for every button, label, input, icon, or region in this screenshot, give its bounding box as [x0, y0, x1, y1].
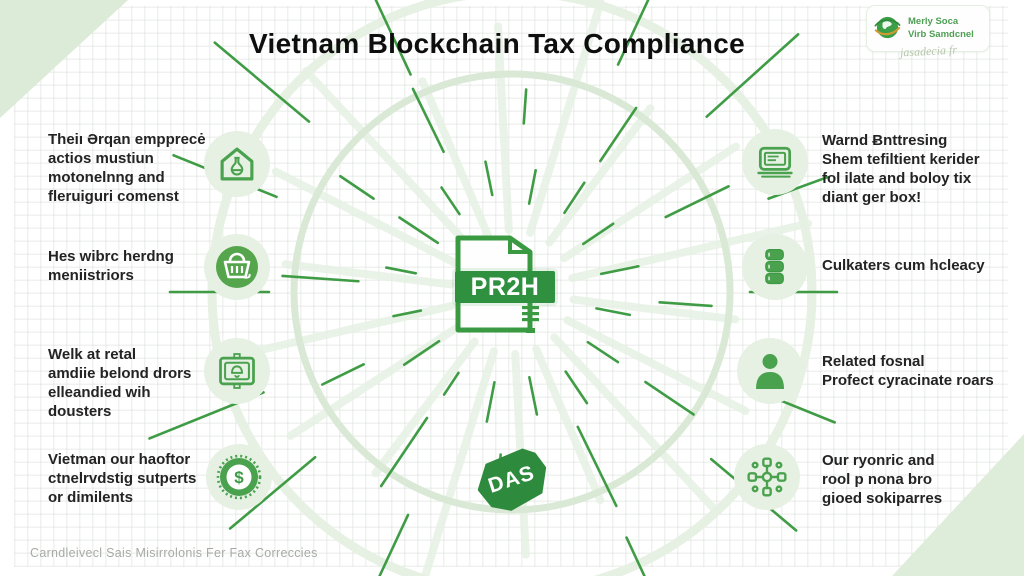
item-icon-circle — [204, 234, 270, 300]
item-text-line: amdiie belond drors — [48, 365, 192, 382]
item-text-line: rool p nona bro — [822, 471, 932, 488]
item-text-line: meniistriors — [48, 267, 134, 284]
item-text: Welk at retal amdiie belond drors ellean… — [48, 345, 191, 421]
item-text-line: Warnd Ƀnttresing — [822, 132, 948, 149]
item-text: Warnd Ƀnttresing Shem tefiltient kerider… — [822, 131, 980, 207]
person-icon — [756, 354, 784, 389]
svg-text:$: $ — [234, 468, 244, 487]
item-text-line: Culkaters cum hcleacy — [822, 257, 985, 274]
footer-caption: Carndleivecl Sais Misirrolonis Fer Fax C… — [30, 546, 318, 560]
hub-label-banner: PR2H — [455, 271, 555, 303]
database-icon — [765, 248, 784, 285]
display-bell-icon — [219, 353, 255, 389]
item-text: Hes wibrc herdng meniistriors — [48, 247, 174, 285]
brand-name-line2: Virb Samdcnel — [908, 28, 974, 40]
item-text-line: or dimilents — [48, 489, 134, 506]
item-icon-circle: $ — [206, 444, 272, 510]
dollar-coin-icon: $ — [216, 454, 262, 500]
item-text: Vietman our haoftor ctnelrvdstig sutpert… — [48, 450, 196, 507]
signature-text: jasadecia fr — [899, 42, 958, 60]
item-icon-circle — [204, 131, 270, 197]
laptop-documents-icon — [757, 146, 793, 178]
shopping-basket-icon — [216, 246, 258, 288]
item-text-line: Welk at retal — [48, 346, 137, 363]
item-text: Theiı Ərqan empprecė actios mustiun moto… — [48, 130, 206, 206]
item-icon-circle — [737, 338, 803, 404]
das-badge-label: DAS — [485, 461, 538, 498]
item-text-line: Related fosnal — [822, 353, 925, 370]
item-text: Related fosnal Profect cyracinate roars — [822, 352, 994, 390]
item-icon-circle — [742, 234, 808, 300]
network-nodes-icon — [747, 457, 787, 497]
globe-logo-icon — [874, 16, 901, 39]
brand-name: Merly Soca Virb Samdcnel — [908, 16, 974, 42]
item-text-line: elleandied wih — [48, 384, 151, 401]
hub-label: PR2H — [470, 272, 540, 301]
house-flask-icon — [220, 147, 254, 181]
item-text-line: Shem tefiltient kerider — [822, 151, 980, 168]
item-text: Culkaters cum hcleacy — [822, 256, 985, 275]
item-text-line: diant ger box! — [822, 189, 922, 206]
item-text-line: actios mustiun — [48, 150, 154, 167]
item-text-line: gioed sokiparres — [822, 490, 943, 507]
item-text-line: motonelnng and — [48, 169, 165, 186]
brand-name-line1: Merly Soca — [908, 15, 959, 27]
item-text-line: fol ilate and boloy tix — [822, 170, 972, 187]
item-icon-circle — [204, 338, 270, 404]
item-text-line: Hes wibrc herdng — [48, 248, 174, 265]
item-icon-circle — [734, 444, 800, 510]
item-text-line: fleruiguri comenst — [48, 188, 179, 205]
item-text-line: dousters — [48, 403, 112, 420]
item-text-line: ctnelrvdstig sutperts — [48, 470, 197, 487]
brand-logo-card: Merly Soca Virb Samdcnel — [866, 5, 990, 52]
item-text: Our ryonric and rool p nona bro gioed so… — [822, 451, 942, 508]
item-text-line: Vietman our haoftor — [48, 451, 191, 468]
item-text-line: Our ryonric and — [822, 452, 935, 469]
item-text-line: Profect cyracinate roars — [822, 372, 994, 389]
page-title: Vietnam Blockchain Tax Compliance — [249, 28, 745, 59]
item-text-line: Theiı Ərqan empprecė — [48, 131, 206, 148]
item-icon-circle — [742, 129, 808, 195]
